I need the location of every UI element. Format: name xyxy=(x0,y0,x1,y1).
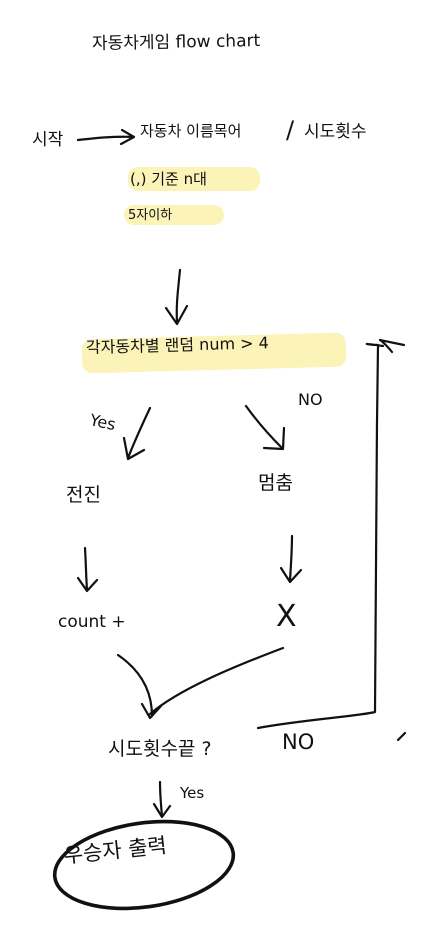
loop-back-line xyxy=(256,338,406,730)
arrow-down-no xyxy=(279,534,303,584)
length-rule: 5자이하 xyxy=(128,208,173,223)
arrow-yes-branch xyxy=(122,406,152,461)
input-attempts: 시도횟수 xyxy=(304,122,367,142)
split-rule: (,) 기준 n대 xyxy=(130,170,207,188)
highlight-split-rule xyxy=(128,167,260,191)
arrow-merge-right xyxy=(140,646,285,720)
start-label: 시작 xyxy=(32,130,64,150)
action-forward: 전진 xyxy=(66,484,101,506)
end-yes-label: Yes xyxy=(180,784,205,802)
end-check: 시도횟수끝 ? xyxy=(108,738,212,760)
loop-condition: 각자동차별 랜덤 num > 4 xyxy=(85,333,270,357)
count-increment: count + xyxy=(58,612,126,632)
no-action-mark: X xyxy=(276,599,297,634)
page-title: 자동차게임 flow chart xyxy=(91,31,261,54)
arrow-start xyxy=(76,128,136,146)
arrow-down-end xyxy=(152,780,172,819)
arrow-no-branch xyxy=(244,404,286,451)
arrow-merge-left xyxy=(116,653,154,718)
highlight-length-rule xyxy=(124,205,224,225)
arrow-down-yes xyxy=(76,546,99,593)
output-oval xyxy=(52,819,236,911)
action-stop: 멈춤 xyxy=(258,472,293,494)
stray-stroke xyxy=(396,731,407,742)
input-names: 자동차 이름목어 xyxy=(140,122,242,140)
input-separator: / xyxy=(286,116,295,144)
branch-no-label: NO xyxy=(298,390,323,409)
arrow-down-1 xyxy=(164,268,189,326)
end-no-label: NO xyxy=(282,730,315,754)
